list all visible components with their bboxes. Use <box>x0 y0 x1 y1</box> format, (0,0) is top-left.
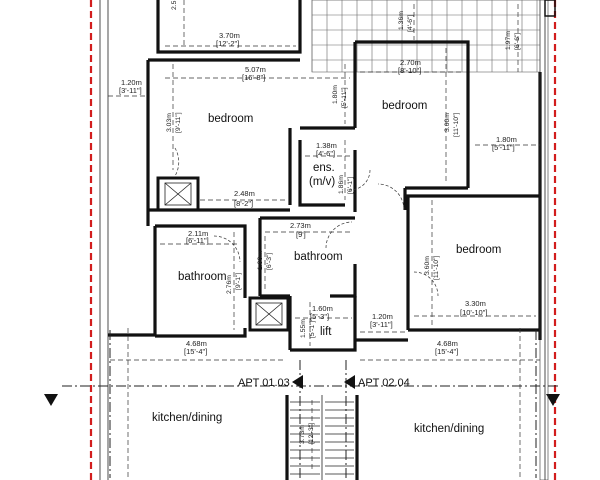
svg-text:1.38m: 1.38m <box>316 141 337 150</box>
dimension-lines <box>108 0 540 478</box>
room-label-kitchen-2: kitchen/dining <box>414 423 484 435</box>
svg-text:1.60m: 1.60m <box>312 304 333 313</box>
section-marker-right-icon <box>546 394 560 406</box>
svg-text:2.73m: 2.73m <box>290 221 311 230</box>
svg-text:[15'-4"]: [15'-4"] <box>184 347 207 356</box>
svg-text:[4'-6"]: [4'-6"] <box>407 15 414 32</box>
svg-text:[12'-2"]: [12'-2"] <box>216 39 239 48</box>
svg-text:[3'-11"]: [3'-11"] <box>370 320 393 329</box>
svg-text:[11'-10"]: [11'-10"] <box>453 113 460 137</box>
room-label-ensuite: ens. <box>313 162 335 174</box>
svg-text:3.73m: 3.73m <box>299 425 306 444</box>
svg-text:2.11m: 2.11m <box>188 229 208 238</box>
apt-left-arrow-icon <box>292 375 303 389</box>
svg-text:[16'-8"]: [16'-8"] <box>242 73 265 82</box>
column-top-right <box>544 0 556 17</box>
svg-text:[9'-11"]: [9'-11"] <box>175 112 182 133</box>
svg-text:[12'-3"]: [12'-3"] <box>308 423 315 444</box>
right-wall-edge <box>539 0 549 480</box>
svg-text:[6'-11"]: [6'-11"] <box>186 236 209 245</box>
svg-text:[4'-6"]: [4'-6"] <box>316 149 335 158</box>
svg-text:[6'-3"]: [6'-3"] <box>266 253 273 270</box>
room-label-lift: lift <box>320 326 332 338</box>
svg-text:3.60m: 3.60m <box>424 256 431 275</box>
svg-text:[5'-11"]: [5'-11"] <box>492 143 515 152</box>
section-line <box>62 330 560 478</box>
svg-text:[10'-10"]: [10'-10"] <box>460 308 487 317</box>
room-label-bathroom-1: bathroom <box>178 271 227 283</box>
svg-text:5.07m: 5.07m <box>245 65 266 74</box>
svg-text:3.03m: 3.03m <box>166 113 173 132</box>
svg-text:4.68m: 4.68m <box>437 339 458 348</box>
svg-text:[9']: [9'] <box>296 230 306 239</box>
svg-text:1.55m: 1.55m <box>300 319 307 338</box>
svg-text:[15'-4"]: [15'-4"] <box>435 347 458 356</box>
svg-text:1.20m: 1.20m <box>372 312 393 321</box>
ensuite-walls <box>298 140 345 207</box>
svg-text:[3'-11"]: [3'-11"] <box>119 86 142 95</box>
room-label-bedroom-1: bedroom <box>208 113 253 125</box>
svg-text:2.76m: 2.76m <box>226 275 233 294</box>
stair-treads <box>290 401 354 475</box>
svg-text:3.60m: 3.60m <box>444 113 451 132</box>
svg-text:2.70m: 2.70m <box>400 58 421 67</box>
svg-text:2.48m: 2.48m <box>234 189 255 198</box>
section-marker-left-icon <box>44 394 58 406</box>
svg-text:1.86m: 1.86m <box>338 175 345 194</box>
room-label-bedroom-2: bedroom <box>382 100 427 112</box>
svg-text:[9'-1"]: [9'-1"] <box>235 273 242 290</box>
svg-text:[5'-1"]: [5'-1"] <box>309 321 316 338</box>
service-shaft-2 <box>248 296 290 332</box>
svg-text:2.5: 2.5 <box>171 0 178 10</box>
svg-text:1.36m: 1.36m <box>398 11 405 30</box>
svg-text:1.97m: 1.97m <box>505 31 512 50</box>
svg-text:[6'-1"]: [6'-1"] <box>347 177 354 194</box>
room-label-ensuite-sub: (m/v) <box>309 176 335 188</box>
svg-text:[8'-2"]: [8'-2"] <box>234 199 253 208</box>
svg-text:1.80m: 1.80m <box>496 135 517 144</box>
room-label-kitchen-1: kitchen/dining <box>152 412 222 424</box>
room-label-bedroom-3: bedroom <box>456 244 501 256</box>
svg-text:[8'-10"]: [8'-10"] <box>398 66 421 75</box>
svg-text:[6'-6"]: [6'-6"] <box>514 33 521 50</box>
svg-text:4.68m: 4.68m <box>186 339 207 348</box>
service-shaft-1 <box>156 176 200 212</box>
svg-text:3.30m: 3.30m <box>465 299 486 308</box>
dimension-labels: 3.70m [12'-2"] 5.07m [16'-8"] 1.20m [3'-… <box>119 0 521 444</box>
apt-label-right: APT 02.04 <box>358 377 410 389</box>
svg-text:[5'-11"]: [5'-11"] <box>341 87 348 108</box>
svg-text:1.90m: 1.90m <box>257 251 264 270</box>
apt-label-left: APT 01.03 <box>238 377 290 389</box>
apt-right-arrow-icon <box>344 375 355 389</box>
svg-text:1.20m: 1.20m <box>121 78 142 87</box>
svg-text:3.70m: 3.70m <box>219 31 240 40</box>
svg-text:[11'-10"]: [11'-10"] <box>433 256 440 280</box>
svg-text:1.80m: 1.80m <box>332 85 339 104</box>
svg-text:[5'-3"]: [5'-3"] <box>310 312 329 321</box>
room-label-bathroom-2: bathroom <box>294 251 343 263</box>
door-swings <box>174 147 439 297</box>
